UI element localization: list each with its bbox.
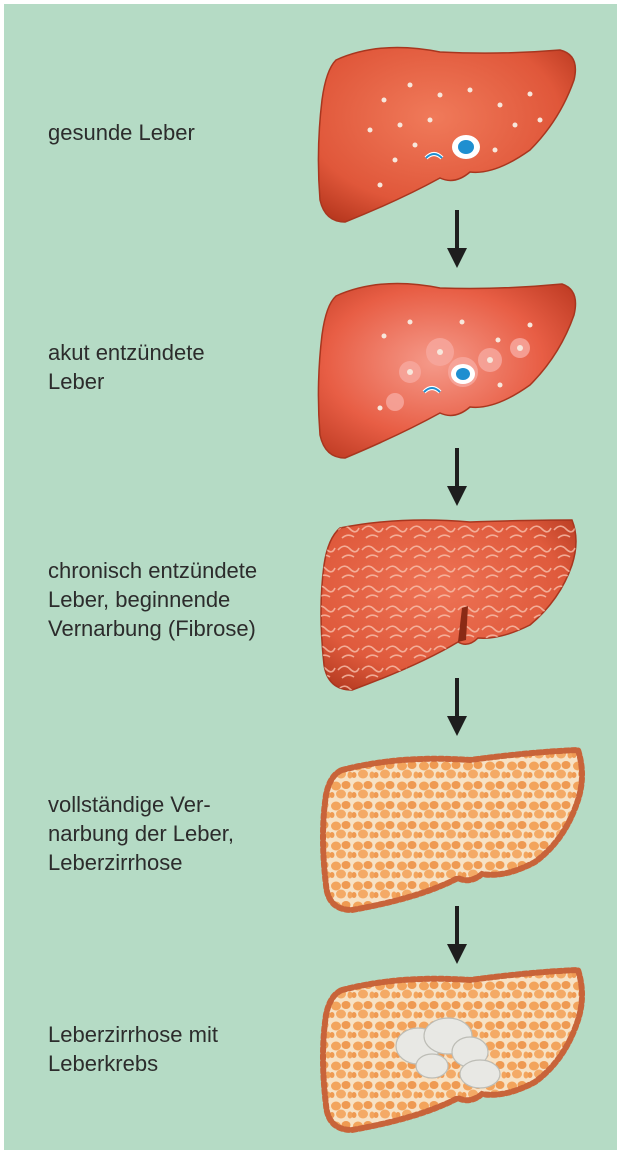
liver-acute-inflamed-icon [318, 284, 575, 459]
liver-healthy-icon [318, 48, 575, 223]
liver-cirrhosis-icon [323, 750, 582, 910]
liver-cirrhosis-cancer-icon [323, 970, 582, 1130]
arrow-down-icon [447, 906, 467, 964]
arrow-down-icon [447, 678, 467, 736]
liver-chronic-fibrosis-icon [321, 520, 576, 690]
arrow-down-icon [447, 448, 467, 506]
arrow-down-icon [447, 210, 467, 268]
